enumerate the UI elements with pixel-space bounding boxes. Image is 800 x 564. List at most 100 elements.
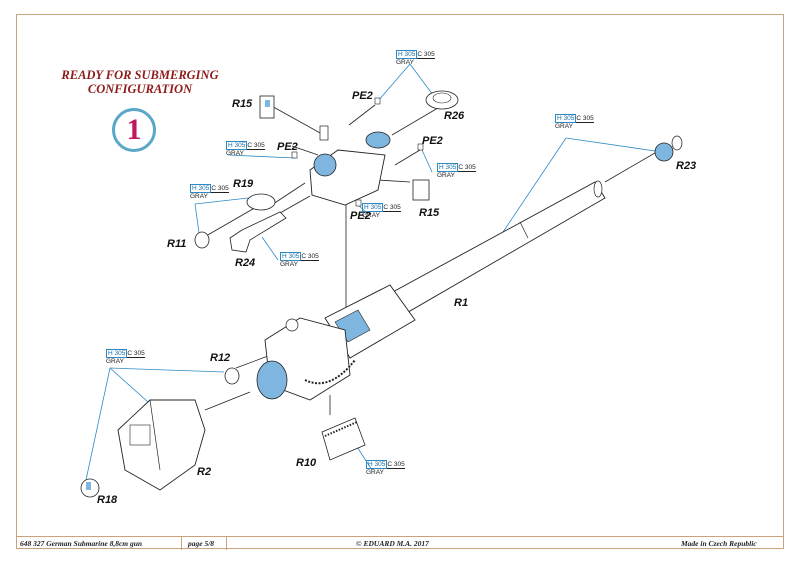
label-pe2-bottom: PE2 <box>350 210 371 222</box>
leader-line <box>204 391 251 411</box>
paint-h: H 305 <box>396 50 418 59</box>
paint-callout-line <box>502 137 567 233</box>
label-r15-right: R15 <box>419 207 440 219</box>
part-pe2-small <box>291 97 424 207</box>
paint-h: H 305 <box>106 349 128 358</box>
part-r19 <box>246 193 276 211</box>
paint-name: GRAY <box>106 358 124 365</box>
barrel-r1 <box>324 180 606 359</box>
paint-c: C 305 <box>211 185 229 193</box>
paint-name: GRAY <box>437 172 455 179</box>
part-r11 <box>194 231 210 249</box>
paint-c: C 305 <box>576 115 594 123</box>
part-r18 <box>80 478 100 498</box>
paint-name: GRAY <box>366 469 384 476</box>
title-line-1: READY FOR SUBMERGING <box>61 68 219 82</box>
paint-h: H 305 <box>437 163 459 172</box>
footer-copyright: © EDUARD M.A. 2017 <box>356 539 429 548</box>
part-r23 <box>654 135 683 162</box>
paint-name: GRAY <box>555 123 573 130</box>
paint-c: C 305 <box>247 142 265 150</box>
paint-name: GRAY <box>226 150 244 157</box>
paint-name: GRAY <box>362 212 380 219</box>
paint-callout-line <box>261 236 279 261</box>
paint-h: H 305 <box>190 184 212 193</box>
paint-callout-line <box>109 367 225 373</box>
configuration-title: READY FOR SUBMERGING CONFIGURATION <box>40 68 240 96</box>
part-r15-left <box>259 95 275 119</box>
paint-callout-line <box>409 63 434 96</box>
paint-c: C 305 <box>383 204 401 212</box>
upper-mount <box>309 125 391 206</box>
label-pe2-top: PE2 <box>352 90 373 102</box>
paint-c: C 305 <box>417 51 435 59</box>
label-r26: R26 <box>444 110 465 122</box>
label-pe2-right: PE2 <box>422 135 443 147</box>
paint-c: C 305 <box>458 164 476 172</box>
leader-line <box>235 355 269 369</box>
page-footer: 648 327 German Submarine 8,8cm gun page … <box>16 536 784 550</box>
paint-h: H 305 <box>362 203 384 212</box>
paint-name: GRAY <box>280 261 298 268</box>
leader-line <box>291 145 319 156</box>
leader-line <box>394 149 421 166</box>
paint-name: GRAY <box>396 59 414 66</box>
paint-callout-line <box>109 367 149 403</box>
label-r24: R24 <box>235 257 256 269</box>
paint-name: GRAY <box>190 193 208 200</box>
paint-h: H 305 <box>280 252 302 261</box>
paint-callout-line <box>565 137 663 153</box>
label-pe2-left: PE2 <box>277 141 298 153</box>
footer-divider <box>181 537 182 550</box>
label-r19: R19 <box>233 178 254 190</box>
paint-callout-line <box>421 149 433 173</box>
footer-product: 648 327 German Submarine 8,8cm gun <box>20 539 143 548</box>
part-r15-right <box>412 179 430 201</box>
paint-h: H 305 <box>226 141 248 150</box>
paint-callout-line <box>377 63 411 102</box>
paint-c: C 305 <box>301 253 319 261</box>
paint-c: C 305 <box>387 461 405 469</box>
leader-line <box>604 149 661 183</box>
footer-origin: Made in Czech Republic <box>681 539 757 548</box>
paint-h: H 305 <box>366 460 388 469</box>
leader-line <box>348 104 376 126</box>
leader-line <box>267 103 323 135</box>
part-r24 <box>229 211 287 253</box>
paint-callout-line <box>227 154 296 159</box>
part-r2-housing <box>117 399 206 491</box>
label-r1: R1 <box>454 297 469 309</box>
title-line-2: CONFIGURATION <box>87 82 193 96</box>
label-r15-left: R15 <box>232 98 253 110</box>
paint-callout-line <box>85 367 111 481</box>
paint-c: C 305 <box>127 350 145 358</box>
label-r12: R12 <box>210 352 231 364</box>
leader-line <box>205 205 259 237</box>
label-r2: R2 <box>197 466 212 478</box>
label-r10: R10 <box>296 457 317 469</box>
part-r12 <box>224 367 240 385</box>
breech-assembly <box>256 317 356 401</box>
label-r18: R18 <box>97 494 118 506</box>
part-r26 <box>425 90 459 110</box>
page-frame <box>16 14 784 549</box>
step-number-badge: 1 <box>112 108 156 152</box>
leader-line <box>391 104 444 136</box>
footer-divider <box>226 537 227 550</box>
label-r23: R23 <box>676 160 697 172</box>
paint-h: H 305 <box>555 114 577 123</box>
label-r11: R11 <box>167 238 187 250</box>
footer-page: page 5/8 <box>188 539 215 548</box>
paint-callout-line <box>194 197 249 205</box>
leader-line <box>377 179 411 183</box>
